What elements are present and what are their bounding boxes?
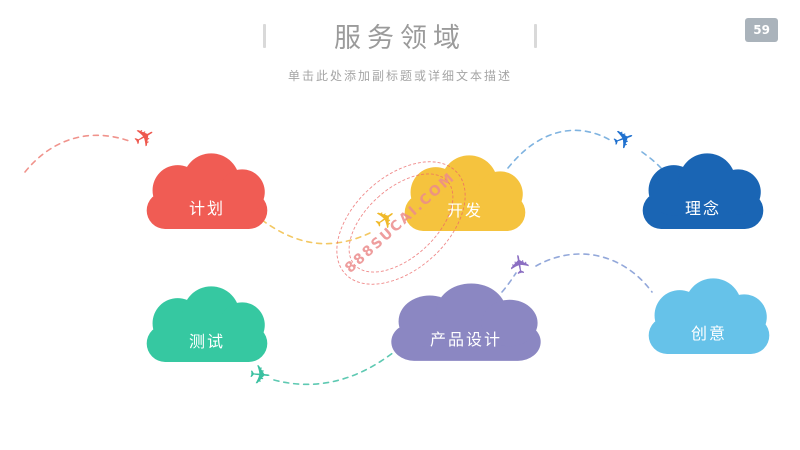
cloud-shape	[648, 278, 770, 354]
route-blue-dashed	[507, 129, 611, 169]
purple-airplane-icon: ✈	[504, 250, 538, 278]
cloud-shape	[146, 153, 268, 229]
cloud-shape	[404, 155, 526, 231]
cloud-label: 开发	[446, 201, 483, 221]
route-yellow-dashed	[261, 219, 373, 245]
slide-header: 服务领域 单击此处添加副标题或详细文本描述	[0, 16, 800, 84]
cloud-label: 理念	[684, 199, 721, 219]
cloud-label: 产品设计	[429, 330, 502, 350]
cloud-test: 测试	[140, 283, 274, 367]
cloud-creative: 创意	[642, 275, 776, 359]
title-row: 服务领域	[0, 16, 800, 55]
subtitle-placeholder: 单击此处添加副标题或详细文本描述	[287, 69, 512, 83]
route-purple-dashed-2	[501, 272, 517, 293]
cloud-label: 创意	[690, 324, 727, 344]
cloud-plan: 计划	[140, 150, 274, 234]
cloud-shape	[642, 153, 764, 229]
cloud-shape	[146, 286, 268, 362]
title-divider-right	[534, 23, 537, 48]
cloud-label: 测试	[188, 332, 225, 352]
page-number-badge: 59	[745, 18, 778, 42]
cloud-develop: 开发	[398, 152, 532, 236]
title-divider-left	[263, 23, 266, 48]
cloud-concept: 理念	[636, 150, 770, 234]
page-title: 服务领域	[334, 23, 466, 54]
route-blue-dashed-2	[641, 151, 671, 181]
route-red-dashed	[24, 134, 133, 173]
cloud-label: 计划	[188, 199, 225, 219]
cloud-shape	[391, 283, 541, 361]
route-purple-dashed	[535, 253, 653, 293]
cloud-product-design: 产品设计	[383, 280, 549, 366]
teal-airplane-icon: ✈	[247, 360, 273, 392]
route-teal-dashed	[273, 351, 395, 386]
